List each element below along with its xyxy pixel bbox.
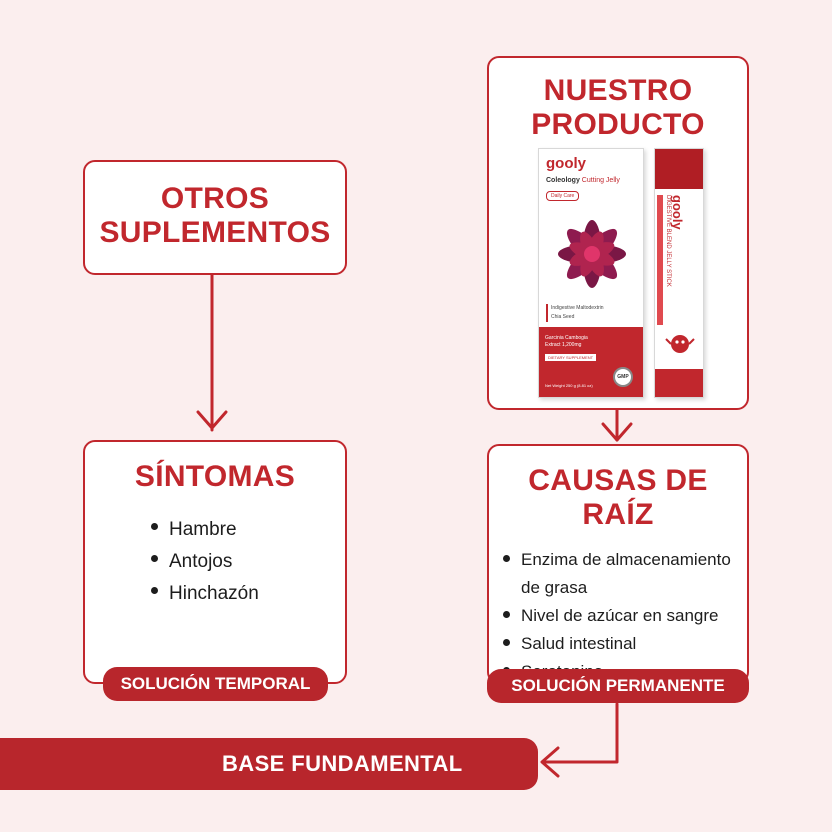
product-name: Coleology Cutting Jelly [546, 177, 620, 184]
nuestro-producto-box: NUESTRO PRODUCTO [487, 56, 749, 410]
extract-info: Garcinia Cambogia Extract 1,200mg [545, 335, 588, 349]
otros-suplementos-box: OTROS SUPLEMENTOS [83, 160, 347, 275]
stick-strip [657, 195, 663, 325]
title-line-1: NUESTRO [543, 74, 693, 107]
otros-suplementos-title: OTROS SUPLEMENTOS [85, 182, 345, 250]
jelly-stick: gooly DIGESTIVE BLEND JELLY STICK [654, 148, 704, 398]
coleus-leaf-icon [558, 220, 626, 288]
stick-bottom [655, 369, 703, 397]
root-causes-list: Enzima de almacenamiento de grasa Nivel … [501, 546, 743, 686]
ingredient-1: Indigestive Maltodextrin [551, 305, 604, 311]
net-weight: Net Weight 250 g (8.81 oz) [545, 383, 593, 388]
nuestro-producto-title: NUESTRO PRODUCTO [489, 74, 747, 142]
base-fundamental-banner: BASE FUNDAMENTAL [0, 738, 538, 790]
causas-de-raiz-title: CAUSAS DE RAÍZ [528, 464, 708, 531]
sintomas-box: SÍNTOMAS Hambre Antojos Hinchazón [83, 440, 347, 684]
symptoms-list: Hambre Antojos Hinchazón [149, 514, 345, 610]
product-carton: gooly Coleology Cutting Jelly Daily Care… [538, 148, 644, 398]
ingredients: Indigestive Maltodextrin Chia Seed [546, 304, 604, 322]
dietary-supplement-label: DIETARY SUPPLEMENT [545, 354, 597, 361]
title-line-1: OTROS [160, 182, 270, 215]
extract-line-2: Extract 1,200mg [545, 342, 582, 348]
stick-text: DIGESTIVE BLEND JELLY STICK [665, 195, 671, 287]
stick-band [655, 189, 703, 329]
product-image: gooly Coleology Cutting Jelly Daily Care… [538, 148, 718, 400]
arrowhead-left [196, 410, 228, 430]
gmp-seal-icon: GMP [613, 367, 633, 387]
brand-logo: gooly [546, 155, 586, 172]
list-item: Hinchazón [149, 578, 345, 610]
list-item: Hambre [149, 514, 345, 546]
arrow-permanente-to-base [542, 702, 619, 764]
list-item: Salud intestinal [501, 630, 743, 658]
solucion-temporal-pill: SOLUCIÓN TEMPORAL [103, 667, 328, 701]
stick-top [655, 149, 703, 189]
mascot-icon [665, 335, 695, 353]
list-item: Enzima de almacenamiento de grasa [501, 546, 743, 602]
causas-de-raiz-box: CAUSAS DE RAÍZ Enzima de almacenamiento … [487, 444, 749, 684]
daily-care-tag: Daily Care [546, 191, 580, 201]
arrowhead-base [540, 746, 560, 778]
product-name-bold: Coleology [546, 177, 580, 184]
sintomas-title: SÍNTOMAS [134, 460, 296, 493]
arrowhead-right [601, 422, 633, 442]
list-item: Antojos [149, 546, 345, 578]
product-name-rest: Cutting Jelly [581, 177, 620, 184]
ingredient-2: Chia Seed [551, 314, 575, 320]
list-item: Nivel de azúcar en sangre [501, 602, 743, 630]
title-line-2: PRODUCTO [531, 108, 705, 141]
base-fundamental-label: BASE FUNDAMENTAL [222, 751, 463, 776]
title-line-2: SUPLEMENTOS [99, 216, 331, 249]
stick-brand: gooly [670, 195, 685, 230]
solucion-permanente-pill: SOLUCIÓN PERMANENTE [487, 669, 749, 703]
extract-line-1: Garcinia Cambogia [545, 335, 588, 341]
